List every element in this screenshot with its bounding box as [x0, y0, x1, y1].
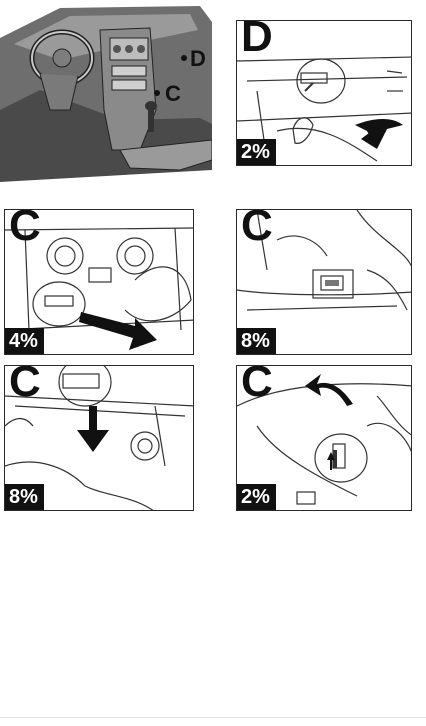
dashboard-overview: D C	[0, 0, 212, 182]
step-panel-c-2: C 8%	[236, 209, 412, 355]
step-letter: C	[9, 209, 41, 248]
step-percent-badge: 8%	[5, 484, 44, 510]
step-letter: C	[241, 365, 273, 404]
step-letter: C	[241, 209, 273, 248]
step-panel-d: D 2%	[236, 20, 412, 166]
marker-c-label: C	[165, 83, 181, 105]
step-letter: C	[9, 365, 41, 404]
step-panel-c-1: C 4%	[4, 209, 194, 355]
step-panel-c-3: C 8%	[4, 365, 194, 511]
step-percent-badge: 2%	[237, 139, 276, 165]
step-percent-badge: 8%	[237, 328, 276, 354]
marker-d-label: D	[190, 48, 206, 70]
page-divider	[0, 717, 426, 718]
step-percent-badge: 2%	[237, 484, 276, 510]
step-percent-badge: 4%	[5, 328, 44, 354]
step-panel-c-4: C 2%	[236, 365, 412, 511]
step-letter: D	[241, 20, 273, 59]
